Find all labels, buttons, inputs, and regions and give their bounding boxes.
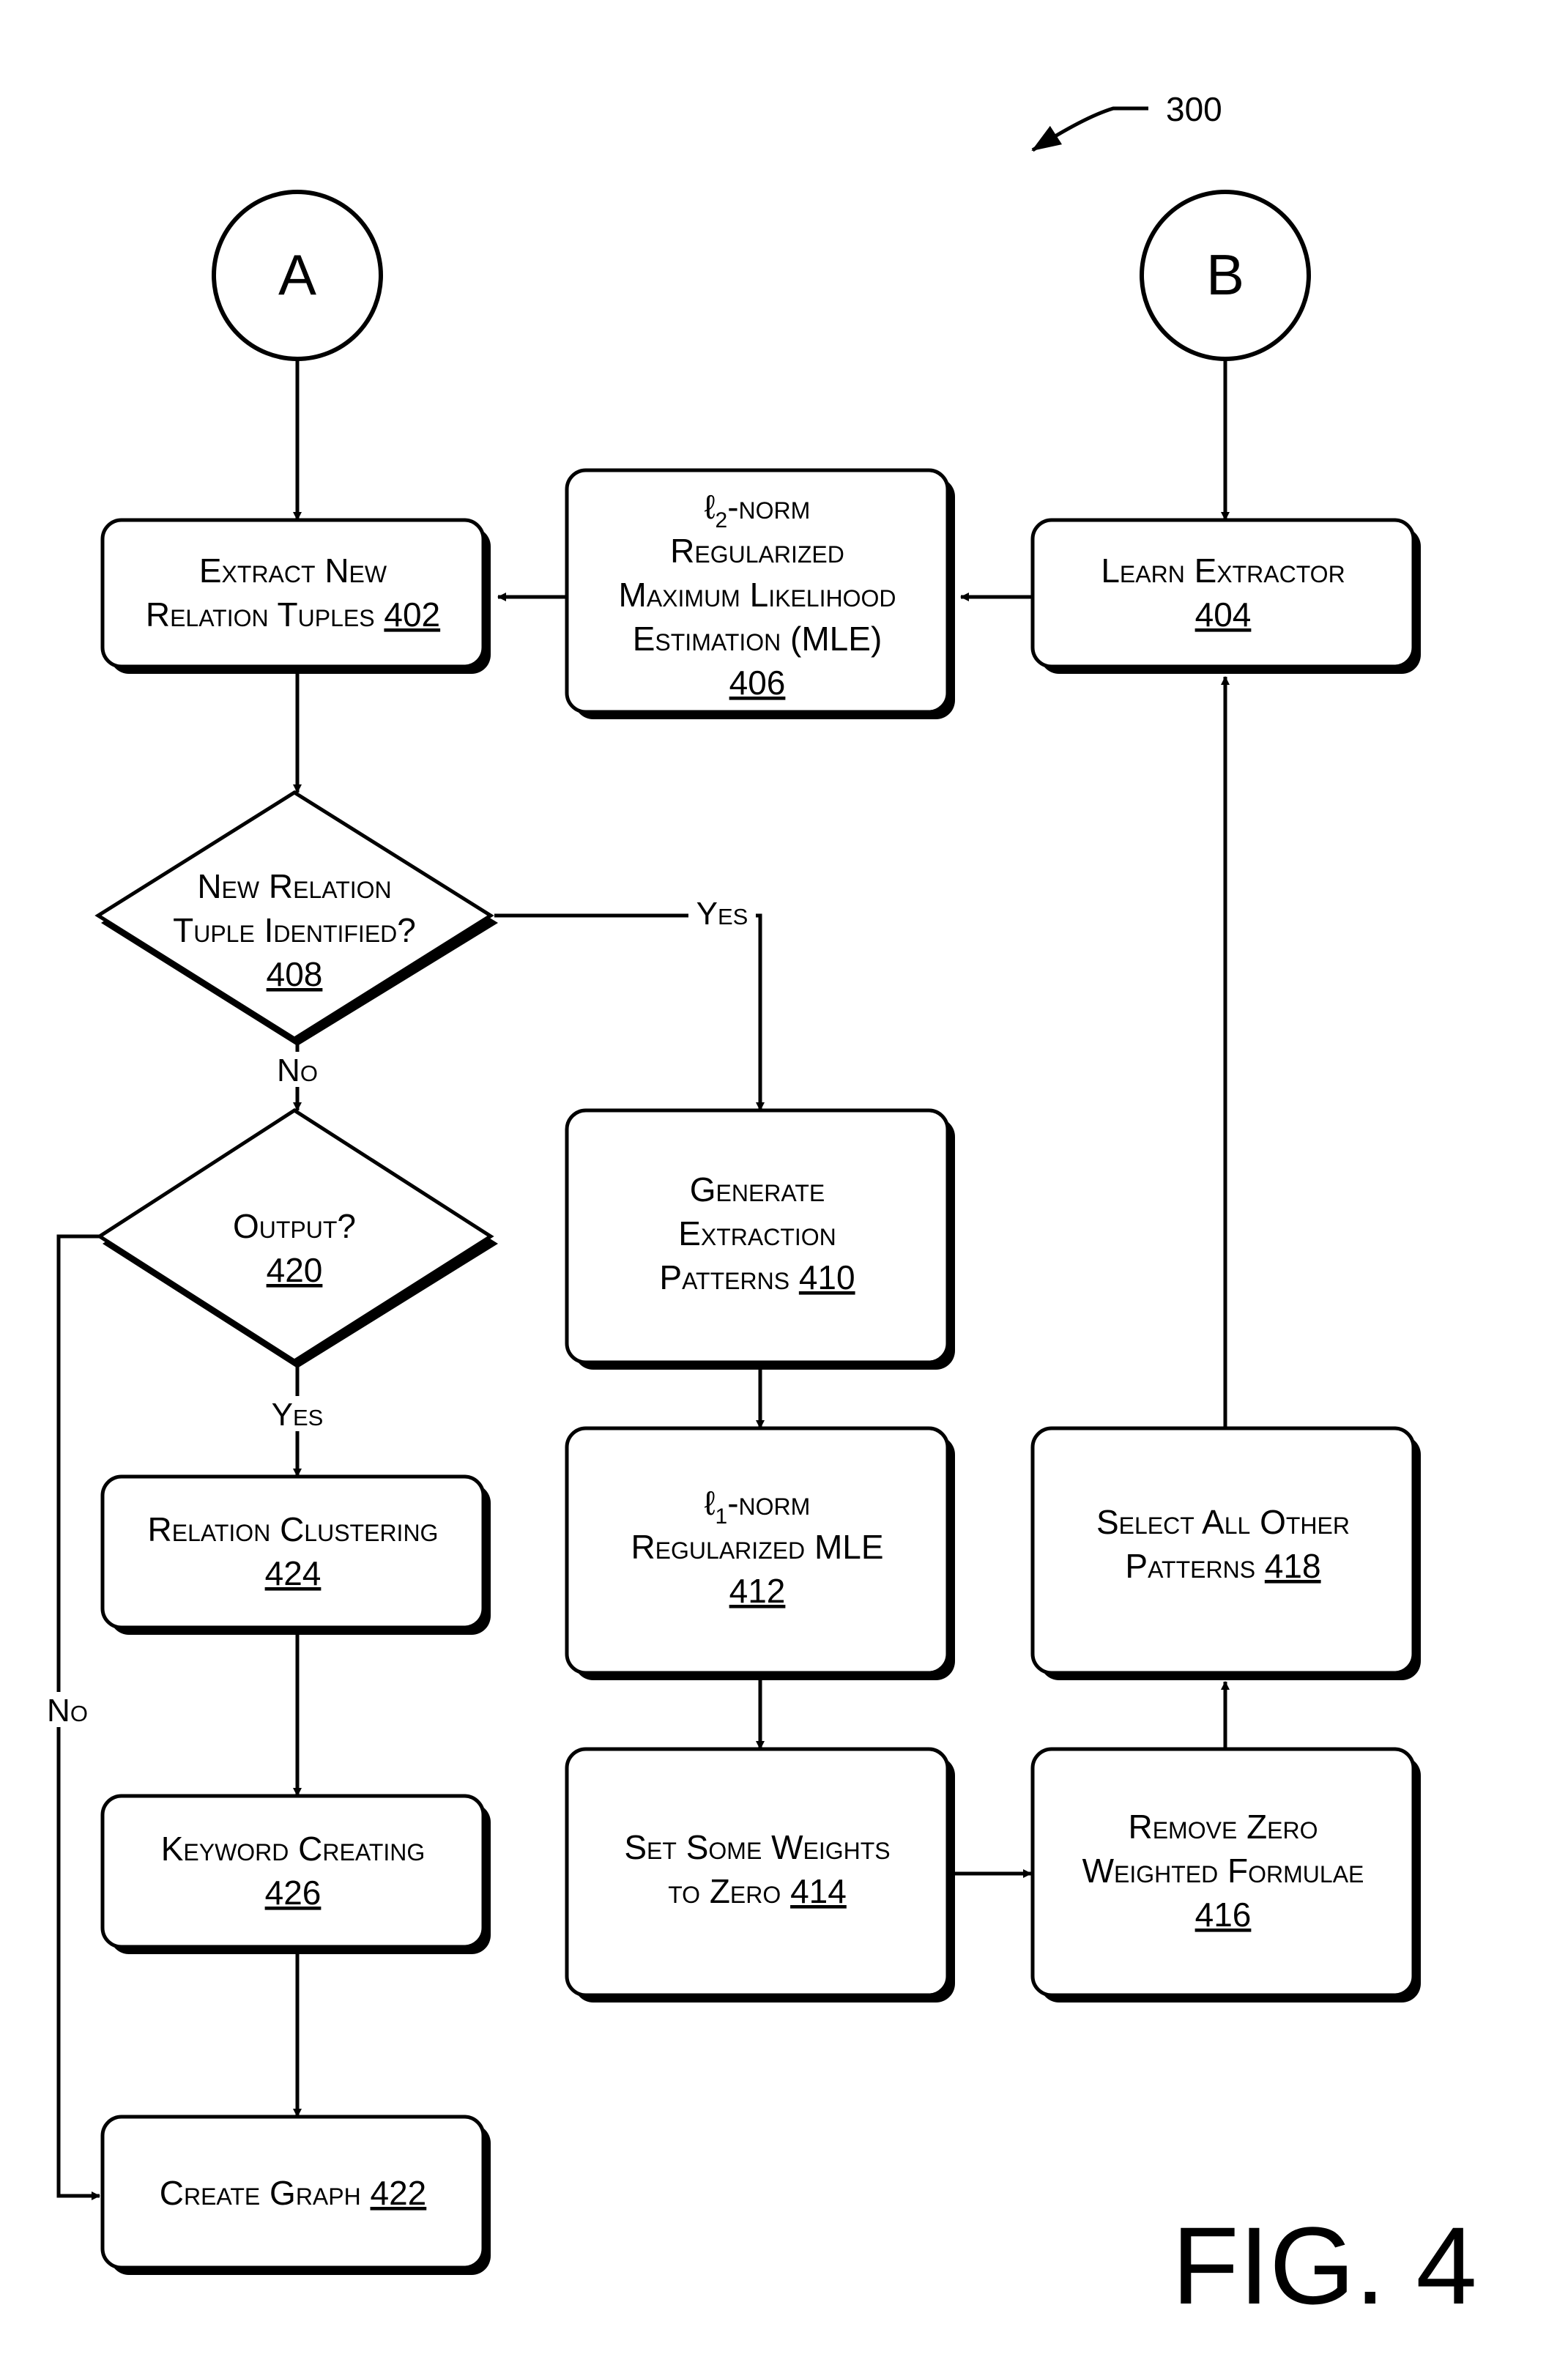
decision-new-relation-tuple-identified: New Relation Tuple Identified? 408 <box>98 793 498 1046</box>
svg-text:Extraction: Extraction <box>678 1214 836 1252</box>
svg-text:Regularized: Regularized <box>670 532 844 570</box>
edge-label-no-420: No <box>38 1692 101 1729</box>
svg-text:No: No <box>277 1053 318 1088</box>
svg-text:No: No <box>47 1693 88 1729</box>
svg-text:Tuple Identified?: Tuple Identified? <box>173 911 416 949</box>
svg-text:Maximum Likelihood: Maximum Likelihood <box>619 576 896 614</box>
svg-text:B: B <box>1206 242 1244 307</box>
svg-text:New Relation: New Relation <box>197 867 391 905</box>
node-l1-norm-regularized-mle: ℓ1-norm Regularized MLE 412 <box>567 1428 955 1680</box>
svg-text:Weighted Formulae: Weighted Formulae <box>1082 1852 1364 1890</box>
node-extract-new-relation-tuples: Extract New Relation Tuples 402 <box>103 520 491 674</box>
node-relation-clustering: Relation Clustering 424 <box>103 1477 491 1635</box>
edge-label-yes-420: Yes <box>258 1396 337 1433</box>
svg-text:Remove Zero: Remove Zero <box>1128 1808 1318 1846</box>
svg-text:Generate: Generate <box>690 1170 825 1209</box>
svg-text:Estimation (MLE): Estimation (MLE) <box>633 620 883 658</box>
svg-text:Select All Other: Select All Other <box>1096 1503 1350 1541</box>
svg-text:Create Graph 422: Create Graph 422 <box>160 2174 427 2212</box>
svg-text:420: 420 <box>267 1251 323 1289</box>
node-select-all-other-patterns: Select All Other Patterns 418 <box>1033 1428 1421 1680</box>
svg-text:404: 404 <box>1195 595 1252 634</box>
svg-text:300: 300 <box>1166 90 1222 128</box>
svg-text:Regularized MLE: Regularized MLE <box>631 1528 883 1566</box>
svg-text:to Zero 414: to Zero 414 <box>668 1872 847 1910</box>
svg-text:Relation Clustering: Relation Clustering <box>148 1510 439 1548</box>
svg-text:Relation Tuples 402: Relation Tuples 402 <box>146 595 440 634</box>
edge-label-yes-408: Yes <box>688 895 756 932</box>
svg-text:Keyword Creating: Keyword Creating <box>161 1830 426 1868</box>
svg-text:A: A <box>278 242 316 307</box>
connector-b: B <box>1142 192 1309 359</box>
node-learn-extractor: Learn Extractor 404 <box>1033 520 1421 674</box>
svg-text:416: 416 <box>1195 1896 1252 1934</box>
node-set-some-weights-to-zero: Set Some Weights to Zero 414 <box>567 1749 955 2002</box>
svg-text:Patterns 418: Patterns 418 <box>1125 1547 1320 1585</box>
edge-label-no-408: No <box>265 1052 330 1088</box>
figure-caption: FIG. 4 <box>1172 2204 1477 2327</box>
svg-text:426: 426 <box>265 1874 322 1912</box>
svg-text:406: 406 <box>729 664 786 702</box>
svg-text:Output?: Output? <box>233 1207 356 1245</box>
svg-text:Yes: Yes <box>696 896 748 932</box>
svg-text:Patterns 410: Patterns 410 <box>659 1258 855 1296</box>
svg-text:412: 412 <box>729 1572 786 1610</box>
node-create-graph: Create Graph 422 <box>103 2117 491 2275</box>
node-keyword-creating: Keyword Creating 426 <box>103 1796 491 1954</box>
figure-number-label: 300 <box>1033 90 1222 150</box>
decision-output: Output? 420 <box>100 1110 498 1368</box>
svg-text:408: 408 <box>267 955 323 993</box>
svg-text:Yes: Yes <box>272 1397 324 1433</box>
node-l2-norm-mle: ℓ2-norm Regularized Maximum Likelihood E… <box>567 470 955 719</box>
node-remove-zero-weighted-formulae: Remove Zero Weighted Formulae 416 <box>1033 1749 1421 2002</box>
connector-a: A <box>214 192 381 359</box>
svg-text:Learn Extractor: Learn Extractor <box>1101 552 1345 590</box>
svg-text:Set Some Weights: Set Some Weights <box>624 1828 890 1866</box>
svg-text:Extract New: Extract New <box>199 552 387 590</box>
svg-text:424: 424 <box>265 1554 322 1592</box>
node-generate-extraction-patterns: Generate Extraction Patterns 410 <box>567 1110 955 1370</box>
